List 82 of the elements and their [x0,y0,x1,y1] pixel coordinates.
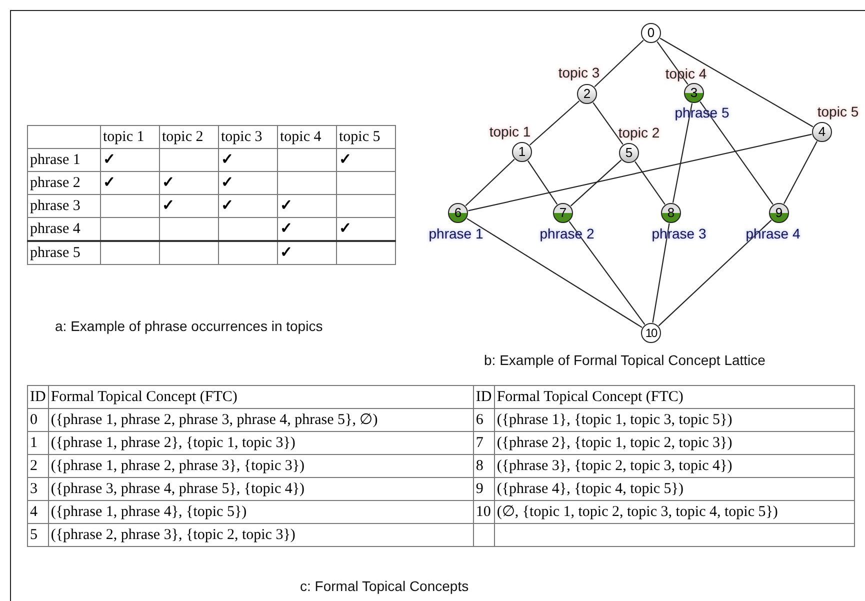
concept-node: 9 [769,203,789,223]
cell-text: ({phrase 1, phrase 4}, {topic 5}) [50,504,247,520]
cell-text: ({phrase 2}, {topic 1, topic 2, topic 3}) [496,435,732,451]
cell-text: 9 [476,481,484,497]
check-mark: ✓ [103,152,116,168]
header-text: Formal Topical Concept (FTC) [496,389,684,405]
connector-line [634,161,666,205]
connector-line [652,223,670,323]
check-mark: ✓ [221,175,234,191]
connector-line [465,158,515,206]
header-text: phrase 1 [30,152,80,168]
check-mark: ✓ [339,221,352,237]
connector-line [529,100,580,146]
header-text: topic 3 [221,129,262,145]
connector-line [660,38,814,128]
header-text: Formal Topical Concept (FTC) [50,389,238,405]
concept-node: 5 [619,143,639,163]
check-mark: ✓ [103,175,116,191]
header-text: ID [476,389,492,405]
cell-text: ({phrase 3}, {topic 2, topic 3, topic 4}) [496,458,732,474]
concept-node: 3 [684,83,704,103]
cell-text: ({phrase 3, phrase 4, phrase 5}, {topic 4}) [50,481,305,497]
concept-node: 7 [553,203,573,223]
header-text: 3 [30,481,38,497]
connector-line [700,101,774,205]
connector-line [570,160,622,206]
header-text: topic 4 [280,129,322,145]
header-text: topic 2 [162,129,204,145]
check-mark: ✓ [339,152,352,168]
cell-text: 10 [476,504,491,520]
cell-text: 6 [476,412,484,428]
node-label: topic 3 [558,66,600,80]
concept-node: 1 [512,142,532,162]
check-mark: ✓ [162,175,175,191]
header-text: topic 5 [339,129,380,145]
check-mark: ✓ [221,152,234,168]
header-text: 0 [30,412,38,428]
cell-text: 8 [476,458,484,474]
caption: a: Example of phrase occurrences in topics [55,318,323,334]
header-text: 2 [30,458,38,474]
node-label: topic 1 [489,124,531,140]
connector-line [672,103,693,203]
concept-node: 2 [577,84,597,104]
concept-node: 4 [812,122,832,142]
node-label: phrase 1 [428,226,484,242]
concept-node: 6 [448,203,468,223]
cell-text: ({phrase 1, phrase 2}, {topic 1, topic 3}) [50,435,296,451]
cell-text: ({phrase 1, phrase 2, phrase 3, phrase 4, phrase 5}, ∅) [50,412,378,428]
check-mark: ✓ [280,198,293,214]
cell-text: 7 [476,435,484,451]
header-text: 1 [30,435,38,451]
caption: b: Example of Formal Topical Concept Lattice [484,352,766,368]
connector-line [527,160,558,205]
header-text: phrase 5 [30,245,80,261]
connector-line [594,40,644,88]
concept-node: 0 [641,23,661,43]
cell-text: (∅, {topic 1, topic 2, topic 3, topic 4, topic 5}) [496,504,778,520]
header-text: phrase 3 [30,198,80,214]
header-text: phrase 4 [30,221,80,237]
header-text: 4 [30,504,38,520]
concept-node: 10 [641,323,661,343]
node-label: topic 5 [817,104,859,120]
node-label: topic 2 [618,126,660,140]
connector-line [783,141,818,204]
check-mark: ✓ [280,245,293,261]
connector-line [466,218,642,328]
header-text: 5 [30,527,38,543]
header-text: ID [30,389,46,405]
check-mark: ✓ [162,198,175,214]
connector-line [592,102,624,145]
check-mark: ✓ [221,198,234,214]
check-mark: ✓ [280,221,293,237]
cell-text: ({phrase 1, phrase 2, phrase 3}, {topic 3}) [50,458,305,474]
connector-line [468,134,812,212]
connector-line [568,221,646,325]
cell-text: ({phrase 4}, {topic 4, topic 5}) [496,481,684,497]
header-text: phrase 2 [30,175,80,191]
concept-node: 8 [661,203,681,223]
header-text: topic 1 [103,129,144,145]
cell-text: ({phrase 2, phrase 3}, {topic 2, topic 3}) [50,527,296,543]
cell-text: ({phrase 1}, {topic 1, topic 3, topic 5}) [496,412,732,428]
caption: c: Formal Topical Concepts [300,578,469,594]
